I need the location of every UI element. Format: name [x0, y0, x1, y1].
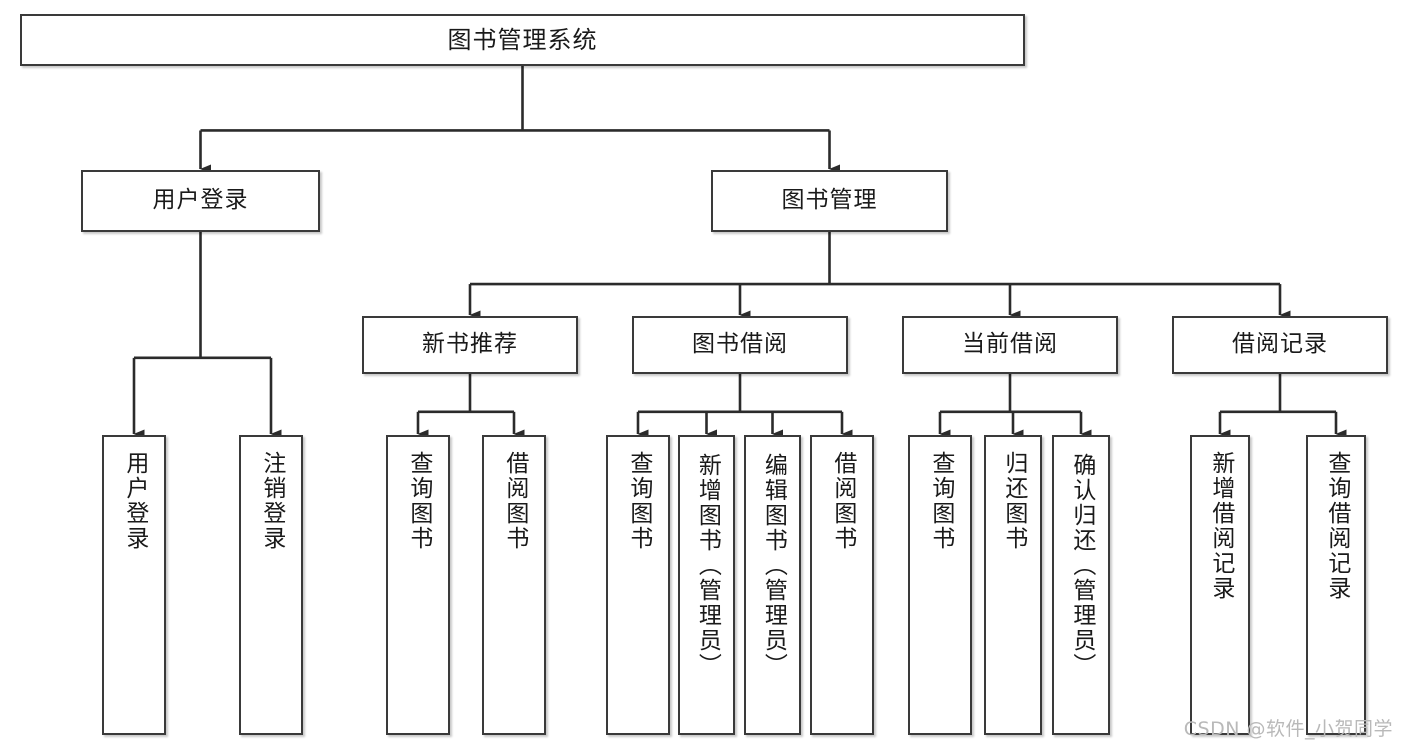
node-leaf-user-logout[interactable]: 注销登录 — [239, 435, 303, 735]
node-leaf-add-record[interactable]: 新增借阅记录 — [1190, 435, 1250, 735]
node-label: 注销登录 — [258, 451, 285, 551]
node-label: 用户登录 — [152, 187, 249, 214]
node-leaf-return-book[interactable]: 归还图书 — [984, 435, 1042, 735]
node-label: 查询图书 — [625, 451, 652, 551]
node-book-manage[interactable]: 图书管理 — [711, 170, 948, 232]
connector-bus — [638, 374, 842, 414]
node-label: 新增图书（管理员） — [694, 453, 721, 678]
node-book-borrow[interactable]: 图书借阅 — [632, 316, 848, 374]
node-label: 图书管理 — [781, 187, 878, 214]
node-leaf-query-book-1[interactable]: 查询图书 — [386, 435, 450, 735]
node-leaf-query-book-3[interactable]: 查询图书 — [908, 435, 972, 735]
node-label: 归还图书 — [1000, 451, 1027, 551]
node-leaf-query-book-2[interactable]: 查询图书 — [606, 435, 670, 735]
node-label: 查询图书 — [405, 451, 432, 551]
node-label: 借阅图书 — [501, 451, 528, 551]
node-label: 图书管理系统 — [447, 25, 598, 54]
node-label: 新增借阅记录 — [1207, 451, 1234, 601]
connector-bus — [1220, 374, 1336, 414]
node-label: 图书借阅 — [692, 331, 788, 358]
node-leaf-user-login[interactable]: 用户登录 — [102, 435, 166, 735]
node-label: 借阅记录 — [1232, 331, 1328, 358]
node-leaf-edit-book[interactable]: 编辑图书（管理员） — [744, 435, 801, 735]
node-new-book-rec[interactable]: 新书推荐 — [362, 316, 578, 374]
node-label: 查询借阅记录 — [1323, 451, 1350, 601]
node-label: 编辑图书（管理员） — [760, 453, 787, 678]
watermark-text: CSDN @软件_小贺同学 — [1183, 718, 1393, 740]
node-current-borrow[interactable]: 当前借阅 — [902, 316, 1118, 374]
connector-bus — [940, 374, 1081, 414]
node-label: 新书推荐 — [422, 331, 518, 358]
connector-bus — [200, 66, 830, 132]
node-leaf-query-record[interactable]: 查询借阅记录 — [1306, 435, 1366, 735]
connector-bus — [134, 232, 271, 360]
node-borrow-record[interactable]: 借阅记录 — [1172, 316, 1388, 374]
node-leaf-borrow-book-2[interactable]: 借阅图书 — [810, 435, 874, 735]
connector-bus — [418, 374, 514, 414]
node-label: 借阅图书 — [829, 451, 856, 551]
node-leaf-confirm-return[interactable]: 确认归还（管理员） — [1052, 435, 1110, 735]
node-user-login[interactable]: 用户登录 — [81, 170, 320, 232]
node-root[interactable]: 图书管理系统 — [20, 14, 1025, 66]
node-label: 当前借阅 — [962, 331, 1058, 358]
node-label: 查询图书 — [927, 451, 954, 551]
node-leaf-add-book[interactable]: 新增图书（管理员） — [678, 435, 735, 735]
node-label: 用户登录 — [121, 451, 148, 551]
node-label: 确认归还（管理员） — [1068, 453, 1095, 678]
node-leaf-borrow-book-1[interactable]: 借阅图书 — [482, 435, 546, 735]
connector-bus — [470, 232, 1280, 286]
